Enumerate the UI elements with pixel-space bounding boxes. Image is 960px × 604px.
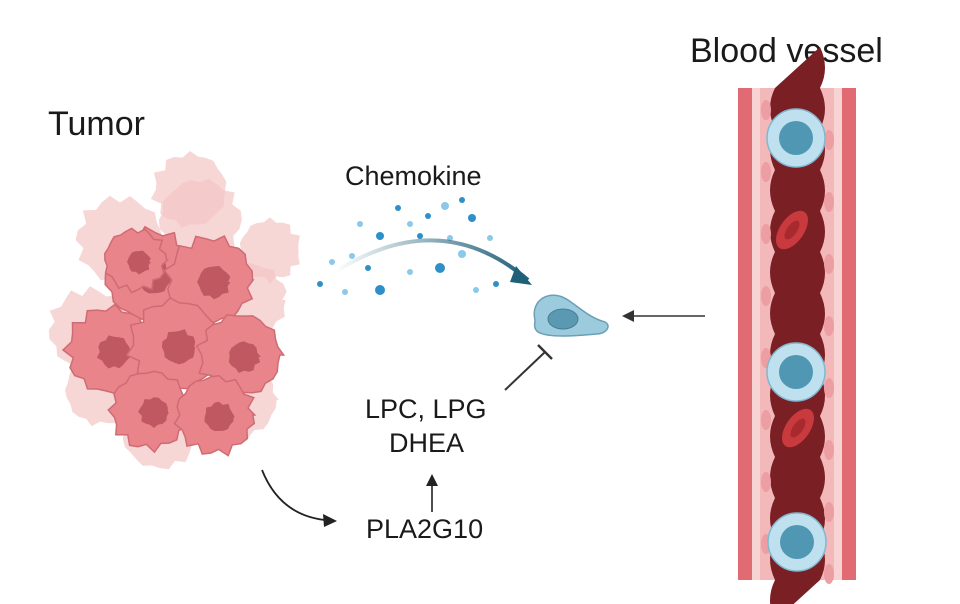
vessel-layer-left	[752, 88, 760, 580]
tumor-nucleus	[204, 401, 235, 431]
chemokine-dot	[468, 214, 476, 222]
endothelial-cell	[761, 162, 771, 182]
chemokine-dot	[435, 263, 445, 273]
endothelial-cell	[824, 316, 834, 336]
immune-cell-icon	[533, 294, 609, 337]
leukocyte-nucleus	[779, 355, 813, 389]
vessel-layer-right	[834, 88, 842, 580]
tumor-nucleus	[161, 329, 196, 365]
chemokine-dot	[329, 259, 335, 265]
leukocyte-nucleus	[779, 121, 813, 155]
tumor-nucleus	[138, 397, 169, 428]
chemokine-arrow	[333, 238, 530, 282]
endothelial-cell	[824, 502, 834, 522]
tumor-cluster-icon	[48, 151, 300, 470]
chemokine-dot	[357, 221, 363, 227]
chemokine-dot	[441, 202, 449, 210]
enzyme-label: PLA2G10	[366, 514, 483, 544]
chemokine-dot	[395, 205, 401, 211]
blood-vessel-label: Blood vessel	[690, 32, 883, 70]
chemokine-dot	[365, 265, 371, 271]
endothelial-cell	[761, 100, 771, 120]
endothelial-cell	[824, 564, 834, 584]
endothelial-cell	[761, 472, 771, 492]
chemokine-dot	[458, 250, 466, 258]
blood-vessel-icon	[738, 47, 856, 604]
vessel-wall-left	[738, 88, 752, 580]
chemokine-dot	[417, 233, 423, 239]
tumor-to-enzyme-arrow	[261, 469, 326, 521]
chemokine-dot	[407, 269, 413, 275]
tumor-to-enzyme-arrow-head	[323, 514, 337, 527]
chemokine-dot	[425, 213, 431, 219]
endothelial-cell	[824, 254, 834, 274]
tumor-cell-faded	[239, 217, 300, 284]
chemokine-arrow-head	[510, 266, 532, 285]
chemokine-dot	[317, 281, 323, 287]
tumor-nucleus	[197, 265, 231, 300]
endothelial-cell	[824, 378, 834, 398]
chemokine-dot	[459, 197, 465, 203]
chemokine-dot	[349, 253, 355, 259]
inhibition-line	[504, 351, 546, 391]
chemokine-dot	[376, 232, 384, 240]
chemokine-dots	[317, 197, 499, 295]
tumor-label: Tumor	[48, 105, 145, 143]
lipids-label-line1: LPC, LPG	[365, 394, 487, 424]
tumor-cell-faded	[150, 151, 227, 228]
chemokine-label: Chemokine	[345, 161, 482, 191]
chemokine-dot	[473, 287, 479, 293]
leukocyte-nucleus	[780, 525, 814, 559]
tumor-nucleus	[127, 250, 152, 275]
chemokine-dot	[493, 281, 499, 287]
endothelial-cell	[761, 224, 771, 244]
enzyme-to-lipids-arrow-head	[426, 474, 438, 486]
chemokine-dot	[487, 235, 493, 241]
vessel-lumen	[770, 47, 825, 604]
inhibition-bar	[537, 344, 553, 360]
chemokine-dot	[375, 285, 385, 295]
tumor-nucleus	[228, 341, 261, 373]
vessel-wall-right	[842, 88, 856, 580]
chemokine-dot	[342, 289, 348, 295]
endothelial-cell	[761, 286, 771, 306]
chemokine-dot	[447, 235, 453, 241]
endothelial-cell	[824, 192, 834, 212]
endothelial-cell	[824, 440, 834, 460]
migration-arrow-head	[622, 310, 634, 322]
tumor-nucleus	[96, 335, 131, 369]
red-blood-cell-center	[790, 418, 806, 438]
endothelial-cell	[824, 130, 834, 150]
lipids-label-line2: DHEA	[389, 428, 464, 458]
endothelial-cell	[761, 410, 771, 430]
red-blood-cell-center	[784, 220, 800, 240]
chemokine-dot	[407, 221, 413, 227]
